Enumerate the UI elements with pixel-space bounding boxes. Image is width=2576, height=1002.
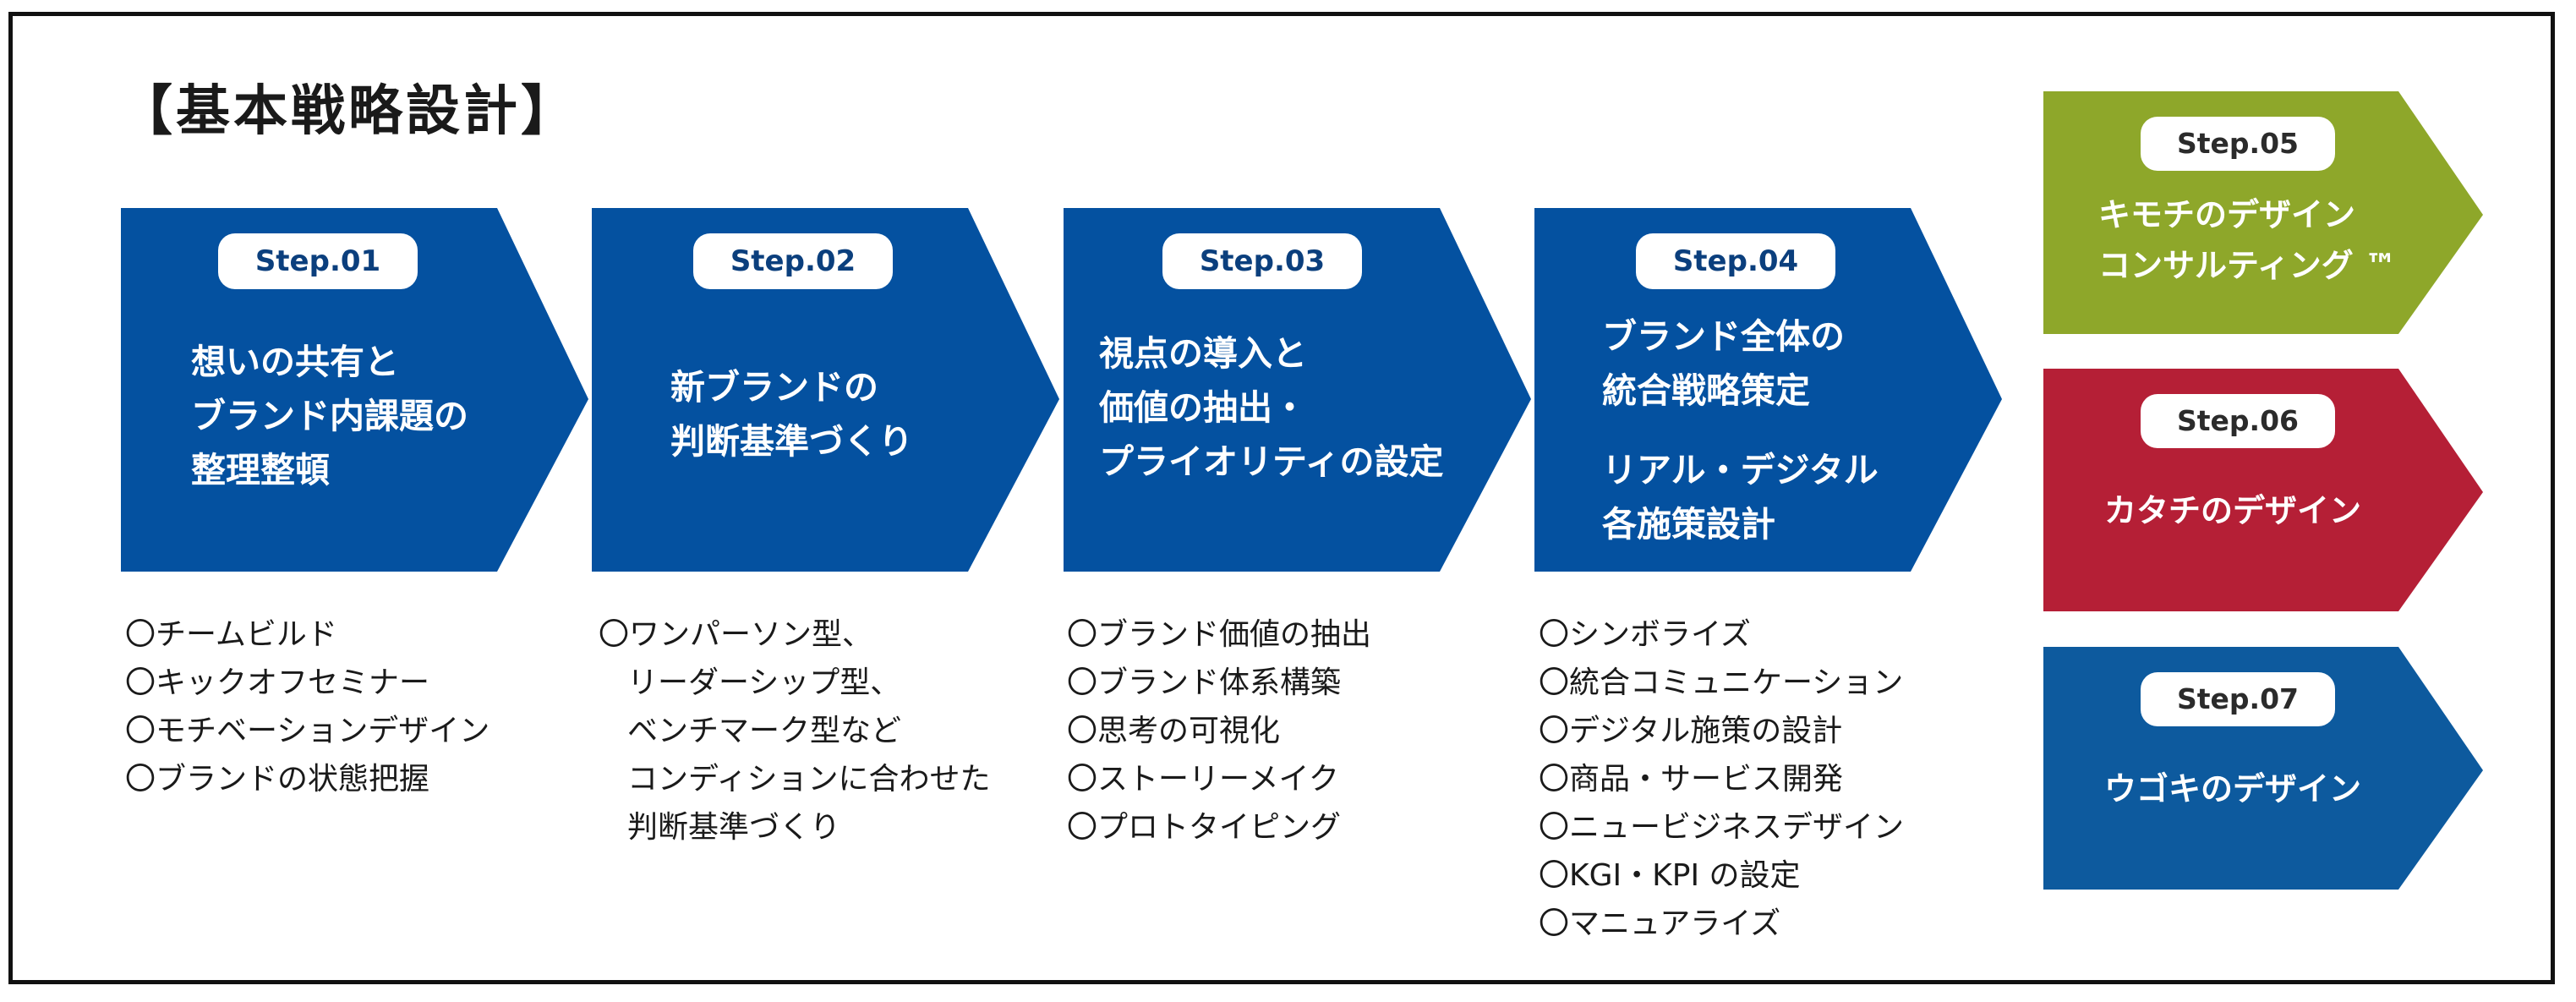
step-02-line-1: 新ブランドの [670, 367, 878, 408]
step-02-text: 新ブランドの 判断基準づくり [670, 360, 913, 468]
step-03-arrow: Step.03 視点の導入と 価値の抽出・ プライオリティの設定 [1064, 208, 1537, 572]
step-02-arrow: Step.02 新ブランドの 判断基準づくり [592, 208, 1065, 572]
step-01-badge: Step.01 [218, 233, 418, 289]
step-03-line-2: 価値の抽出・ [1099, 387, 1307, 428]
list-item: 〇KGI・KPI の設定 [1539, 858, 1801, 893]
step-02-chevron-shape [592, 208, 1059, 572]
list-item: 〇ブランド体系構築 [1067, 665, 1342, 700]
step-03-list: 〇ブランド価値の抽出 〇ブランド体系構築 〇思考の可視化 〇ストーリーメイク 〇… [1067, 611, 1371, 851]
step-05-line-2: コンサルティング ™ [2098, 247, 2397, 284]
list-item: 〇ワンパーソン型、 [599, 617, 873, 652]
step-05-text: キモチのデザイン コンサルティング ™ [2098, 189, 2397, 291]
step-06-line-1: カタチのデザイン [2104, 492, 2362, 529]
step-06-text: カタチのデザイン [2104, 485, 2361, 536]
step-02-list: 〇ワンパーソン型、 リーダーシップ型、 ベンチマーク型など コンディションに合わ… [599, 611, 990, 851]
step-01-chevron-shape [121, 208, 588, 572]
step-03-line-1: 視点の導入と [1099, 333, 1307, 374]
diagram-frame [8, 12, 2555, 984]
list-item: 〇モチベーションデザイン [125, 714, 490, 748]
step-05-badge: Step.05 [2141, 117, 2335, 171]
list-item: 判断基準づくり [627, 810, 841, 845]
step-01-list: 〇チームビルド 〇キックオフセミナー 〇モチベーションデザイン 〇ブランドの状態… [125, 611, 489, 803]
step-02-badge: Step.02 [693, 233, 893, 289]
step-07-line-1: ウゴキのデザイン [2104, 770, 2362, 808]
step-04-line-4: 各施策設計 [1602, 504, 1775, 545]
step-07-text: ウゴキのデザイン [2104, 764, 2361, 814]
step-07-badge: Step.07 [2141, 672, 2335, 726]
list-item: コンディションに合わせた [627, 762, 991, 797]
step-04-list: 〇シンボライズ 〇統合コミュニケーション 〇デジタル施策の設計 〇商品・サービス… [1539, 611, 1904, 948]
page-title: 【基本戦略設計】 [118, 80, 578, 143]
step-03-text: 視点の導入と 価値の抽出・ プライオリティの設定 [1099, 326, 1444, 489]
list-item: 〇ストーリーメイク [1067, 762, 1339, 797]
list-item: 〇ブランド価値の抽出 [1067, 617, 1372, 652]
step-03-badge: Step.03 [1162, 233, 1362, 289]
step-04-line-1: ブランド全体の [1602, 316, 1845, 357]
step-04-line-3: リアル・デジタル [1602, 450, 1879, 490]
step-02-line-2: 判断基準づくり [670, 421, 913, 462]
list-item: 〇マニュアライズ [1539, 906, 1781, 941]
step-04-badge: Step.04 [1636, 233, 1835, 289]
step-07-arrow: Step.07 ウゴキのデザイン [2043, 647, 2500, 892]
list-item: 〇思考の可視化 [1067, 714, 1281, 748]
step-01-text: 想いの共有と ブランド内課題の 整理整頓 [191, 335, 468, 497]
list-item: 〇キックオフセミナー [125, 665, 430, 700]
step-03-chevron-shape [1064, 208, 1531, 572]
step-01-line-2: ブランド内課題の [191, 396, 468, 436]
step-04-text: ブランド全体の 統合戦略策定 リアル・デジタル 各施策設計 [1602, 309, 1879, 551]
list-item: 〇シンボライズ [1539, 617, 1751, 652]
step-04-line-2: 統合戦略策定 [1602, 370, 1810, 411]
list-item: 〇ニュービジネスデザイン [1539, 810, 1905, 845]
list-item: リーダーシップ型、 [627, 665, 901, 700]
list-item: 〇プロトタイピング [1067, 810, 1342, 845]
list-item: 〇統合コミュニケーション [1539, 665, 1904, 700]
step-04-arrow: Step.04 ブランド全体の 統合戦略策定 リアル・デジタル 各施策設計 [1534, 208, 2008, 572]
step-04-chevron-shape [1534, 208, 2002, 572]
step-05-arrow: Step.05 キモチのデザイン コンサルティング ™ [2043, 91, 2500, 337]
list-item: ベンチマーク型など [627, 714, 902, 748]
step-01-arrow: Step.01 想いの共有と ブランド内課題の 整理整頓 [121, 208, 594, 572]
step-06-arrow: Step.06 カタチのデザイン [2043, 369, 2500, 614]
list-item: 〇商品・サービス開発 [1539, 762, 1844, 797]
step-01-line-1: 想いの共有と [191, 342, 399, 382]
list-item: 〇ブランドの状態把握 [125, 762, 430, 797]
step-03-line-3: プライオリティの設定 [1099, 441, 1444, 482]
step-01-line-3: 整理整頓 [191, 450, 330, 490]
step-06-badge: Step.06 [2141, 394, 2335, 448]
list-item: 〇チームビルド [125, 617, 337, 652]
list-item: 〇デジタル施策の設計 [1539, 714, 1843, 748]
step-05-line-1: キモチのデザイン [2098, 196, 2356, 233]
